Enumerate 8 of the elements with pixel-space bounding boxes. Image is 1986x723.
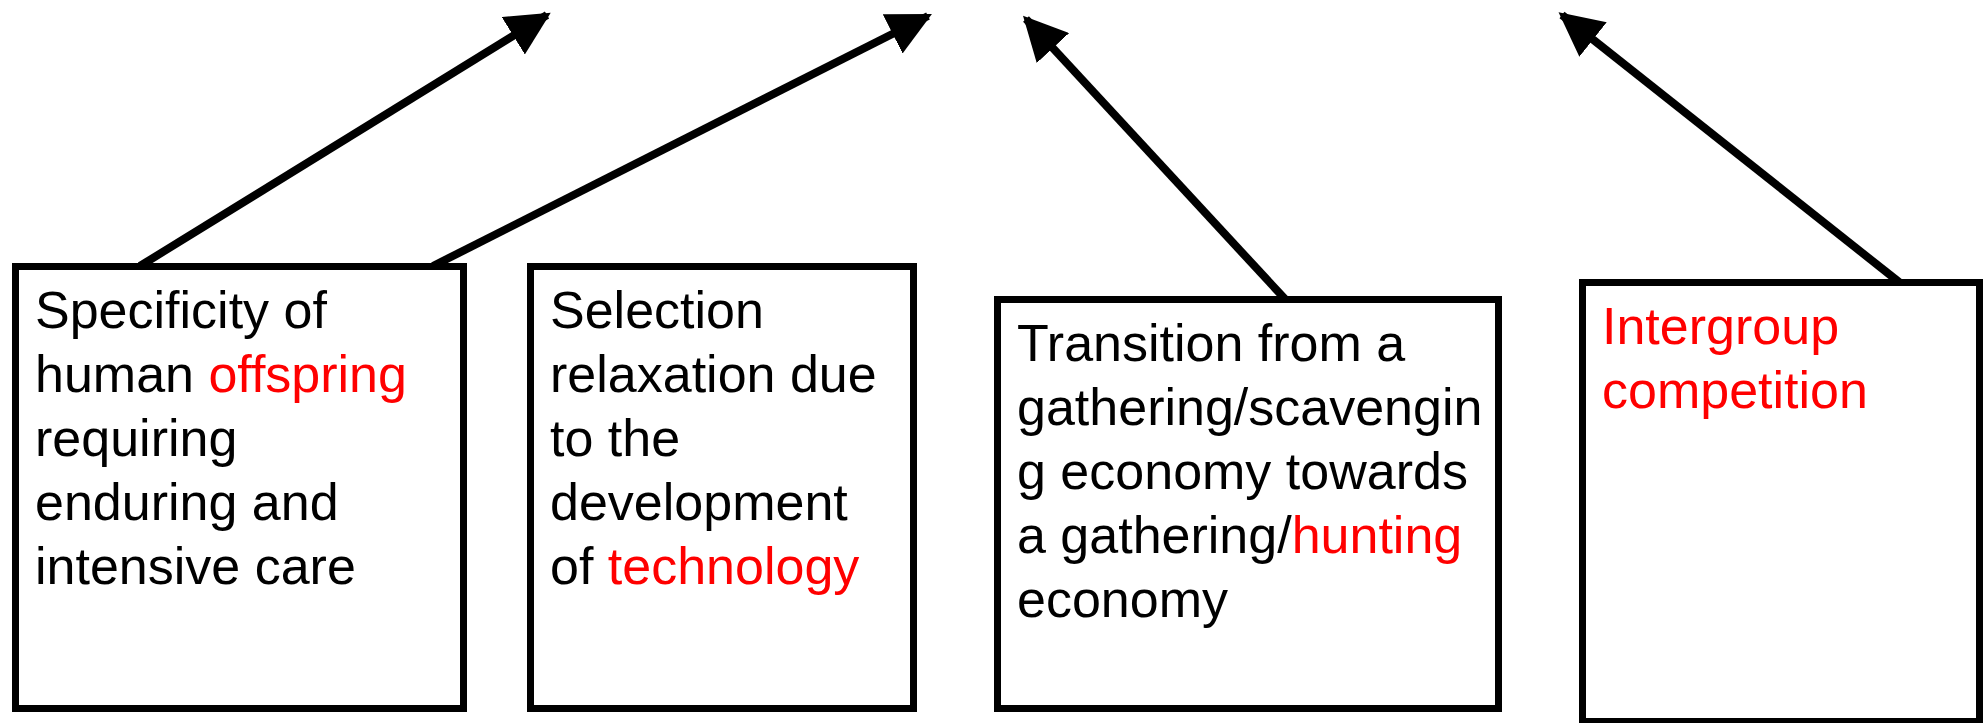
text-box [12, 263, 467, 712]
box-text: Specificity of human offspring requiring enduring and intensive care [35, 280, 408, 597]
text-box [994, 296, 1502, 712]
box-text: Transition from a gathering/scavenging economy towards a gathering/hunting economy [1017, 313, 1484, 630]
box-text: Intergroup competition [1602, 296, 1869, 421]
box-text: Selection relaxation due to the development of technology [550, 280, 878, 597]
text-box [527, 263, 917, 712]
text-box [1579, 279, 1983, 723]
